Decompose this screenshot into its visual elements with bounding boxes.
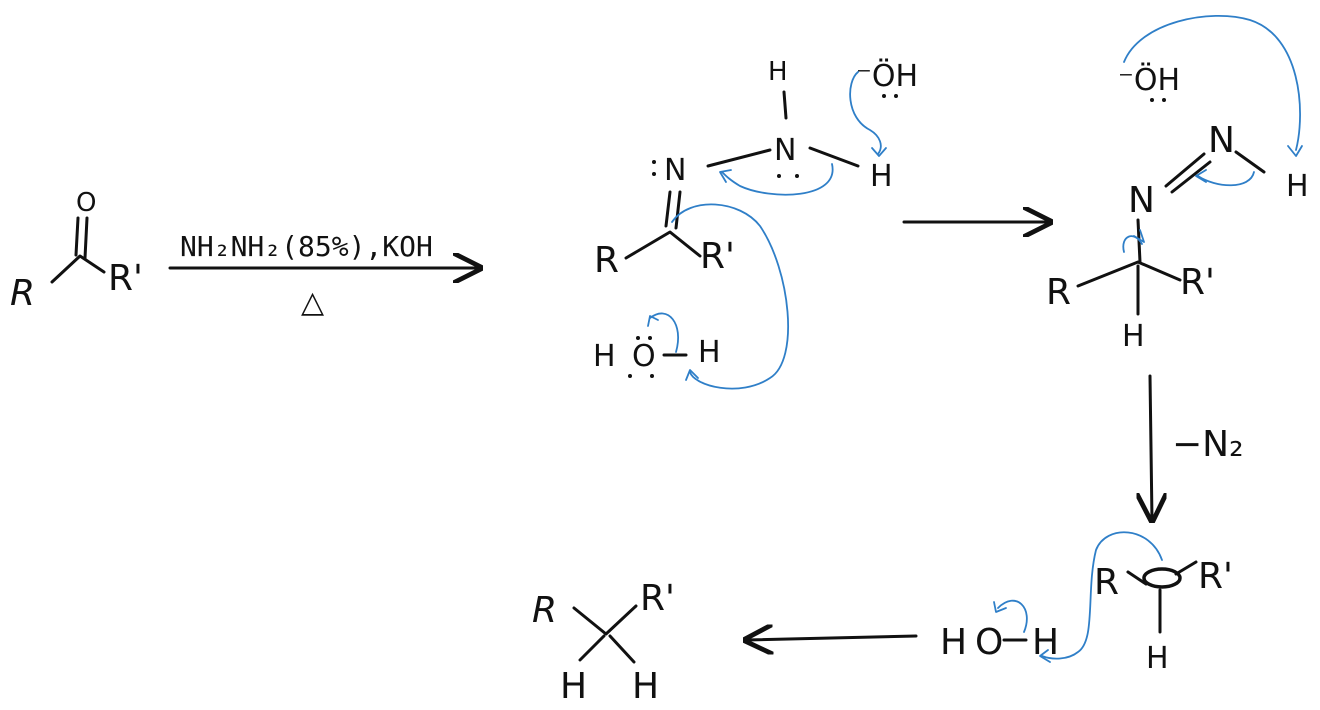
water-H-right: H	[698, 335, 721, 370]
ketone-backbone	[50, 254, 106, 284]
diazene-H-bottom: H	[1122, 319, 1145, 354]
alkane-H2-bond	[608, 634, 636, 664]
curved-arrow-CN-to-water	[671, 203, 790, 390]
hydrazone-R: R	[594, 240, 619, 281]
curved-arrow-OH-to-O-2	[997, 599, 1028, 633]
diazene-NN-bond-2	[1170, 160, 1212, 194]
diazene-R: R	[1046, 272, 1071, 313]
curved-arrows-step-2	[1122, 14, 1303, 253]
diazene-H: H	[1286, 169, 1309, 204]
bond-N-H	[808, 146, 860, 168]
curved-arrow-hydroxide-to-H	[849, 71, 882, 155]
reaction-arrow-1: NH₂NH₂(85%),KOH △	[168, 230, 480, 320]
ketone-oxygen: O	[76, 188, 96, 218]
alkane-backbone	[572, 604, 638, 636]
carbanion-R-bond	[1126, 570, 1148, 586]
curved-arrow-carbanion-to-H	[1041, 531, 1163, 660]
diazene-backbone	[1076, 260, 1182, 288]
reaction-arrow-4	[746, 636, 918, 640]
alkane-H1-bond	[578, 634, 606, 662]
carbanion-Rprime: R'	[1198, 556, 1233, 597]
water-2: H O H	[940, 622, 1059, 663]
carbonyl-bond-2	[83, 216, 89, 260]
carbanion-Rp-bond	[1174, 560, 1198, 576]
diazene-structure: ⁻ÖH N H N R R' H	[1046, 62, 1309, 354]
curved-arrow-NH-to-NN	[721, 163, 834, 196]
alkane-H1: H	[560, 666, 587, 707]
bond-H-N	[782, 90, 788, 120]
carbanion-structure: R R' H	[1094, 556, 1233, 676]
loss-of-N2: −N₂	[1172, 424, 1244, 465]
curved-arrow-OH-to-O	[649, 312, 679, 353]
hydrazone-structure: H N H N R R' ⁻ÖH H O H	[593, 57, 918, 378]
hydroxide-1: ⁻ÖH	[856, 58, 918, 94]
water-H-left: H	[593, 339, 616, 374]
water2-O: O	[975, 622, 1003, 663]
water2-H2: H	[1032, 622, 1059, 663]
hydrazone-H-top: H	[768, 57, 788, 87]
diazene-N-top: N	[1208, 120, 1235, 161]
ketone-Rprime: R'	[108, 258, 143, 299]
ketone-R: R	[10, 273, 35, 314]
hydrazone-backbone	[624, 230, 702, 260]
reagent-label: NH₂NH₂(85%),KOH	[180, 230, 433, 263]
ketone-structure: O R R'	[10, 188, 143, 314]
water-O: O	[632, 339, 656, 374]
imine-bond-1	[664, 190, 672, 228]
curved-arrow-hydroxide-2	[1123, 14, 1301, 151]
diazene-N-mid: N	[1128, 180, 1155, 221]
carbanion-lone-pair-icon	[1142, 567, 1182, 589]
bond-N-N	[706, 148, 772, 168]
water2-H: H	[940, 622, 967, 663]
hydroxide-2: ⁻ÖH	[1118, 62, 1180, 98]
diazene-NN-bond-1	[1164, 152, 1206, 188]
curved-arrow-CN-break	[1122, 235, 1143, 253]
diazene-N-H-bond	[1234, 150, 1266, 174]
diazene-Rprime: R'	[1180, 262, 1215, 303]
curved-arrow-NH-bond	[1197, 171, 1255, 187]
heat-symbol: △	[301, 285, 324, 320]
carbonyl-bond-1	[74, 216, 80, 257]
alkane-product: R R' H H	[532, 578, 675, 707]
curved-arrows-step-1	[647, 71, 887, 390]
imine-bond-2	[674, 190, 682, 230]
hydrazone-Rprime: R'	[700, 236, 735, 277]
hydrazone-N-amine: N	[774, 133, 796, 168]
hydrazone-N-imine: N	[664, 153, 686, 188]
alkane-Rprime: R'	[640, 578, 675, 619]
reaction-arrow-3	[1150, 374, 1152, 520]
alkane-H2: H	[632, 666, 659, 707]
carbanion-R: R	[1094, 562, 1119, 603]
carbanion-H: H	[1146, 641, 1169, 676]
hydrazone-H-right: H	[870, 159, 893, 194]
curved-arrows-step-3	[993, 531, 1163, 663]
alkane-R: R	[532, 590, 557, 631]
